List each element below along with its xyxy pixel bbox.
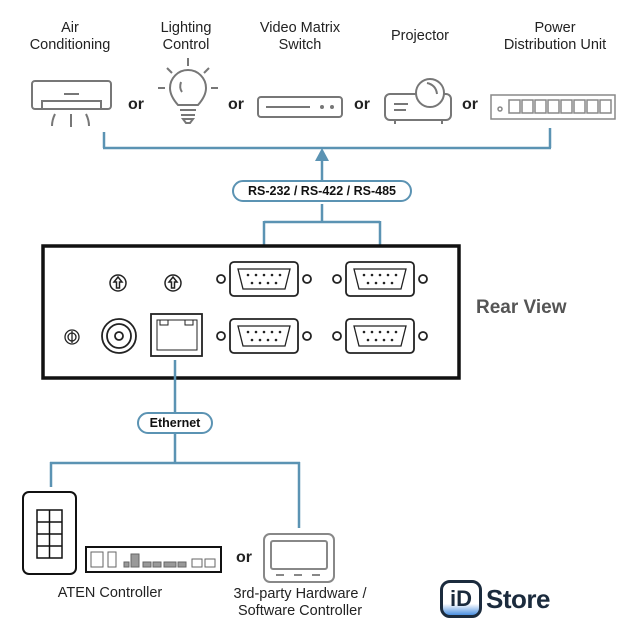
pdu-outlet xyxy=(508,99,521,114)
or-text: or xyxy=(228,96,244,113)
label-line: Distribution Unit xyxy=(503,37,607,53)
label-line: Power xyxy=(534,20,576,36)
label-line: Video Matrix xyxy=(259,20,341,36)
device-label-pdu: Power Distribution Unit xyxy=(485,20,625,54)
button-icon xyxy=(164,274,182,292)
device-label-lighting-control: Lighting Control xyxy=(140,20,232,54)
pdu-outlet xyxy=(586,99,599,114)
ethernet-lines xyxy=(49,360,301,528)
label-line: Control xyxy=(162,37,210,53)
device-label-air-conditioning: Air Conditioning xyxy=(20,20,120,54)
rear-view-label: Rear View xyxy=(476,297,567,318)
air-conditioner-icon xyxy=(31,80,112,127)
aten-controller-icon xyxy=(85,546,222,573)
pdu-outlet xyxy=(547,99,560,114)
label-line: Air xyxy=(61,20,79,36)
ground-screw-icon xyxy=(64,329,80,345)
db9-serial-port-icon xyxy=(216,261,312,297)
db9-serial-port-icon xyxy=(332,261,428,297)
projector-icon xyxy=(384,78,452,124)
pdu-outlet xyxy=(599,99,612,114)
serial-protocol-label: RS-232 / RS-422 / RS-485 xyxy=(232,180,412,202)
video-matrix-switch-icon xyxy=(257,96,343,118)
pdu-icon xyxy=(490,94,616,120)
third-party-controller-label: 3rd-party Hardware / Software Controller xyxy=(215,586,385,620)
aten-controller-label: ATEN Controller xyxy=(57,585,163,601)
or-text: or xyxy=(462,96,478,113)
pdu-outlet xyxy=(573,99,586,114)
light-bulb-icon xyxy=(158,58,218,124)
ethernet-label: Ethernet xyxy=(137,412,213,434)
idstore-logo: iD Store xyxy=(440,580,550,618)
logo-text: Store xyxy=(486,583,550,614)
label-line: Switch xyxy=(278,37,322,53)
logo-mark: iD xyxy=(440,580,482,618)
device-label-video-matrix-switch: Video Matrix Switch xyxy=(245,20,355,54)
or-text: or xyxy=(236,549,252,566)
pdu-outlet xyxy=(521,99,534,114)
label-line: Lighting xyxy=(160,20,212,36)
label-line: Conditioning xyxy=(29,37,111,53)
pdu-outlet xyxy=(534,99,547,114)
label-line: 3rd-party Hardware / xyxy=(233,586,367,602)
label-line: Projector xyxy=(390,28,450,44)
db9-serial-port-icon xyxy=(216,318,312,354)
db9-serial-port-icon xyxy=(332,318,428,354)
or-text: or xyxy=(354,96,370,113)
button-icon xyxy=(109,274,127,292)
rj45-port-icon xyxy=(150,313,203,357)
or-text: or xyxy=(128,96,144,113)
arrow-up-icon xyxy=(315,148,329,161)
device-label-projector: Projector xyxy=(375,28,465,45)
power-jack-icon xyxy=(101,318,137,354)
keypad-icon xyxy=(22,491,77,575)
label-line: Software Controller xyxy=(237,603,363,619)
pdu-outlet xyxy=(560,99,573,114)
third-party-controller-icon xyxy=(263,533,335,583)
rear-panel xyxy=(41,244,461,380)
